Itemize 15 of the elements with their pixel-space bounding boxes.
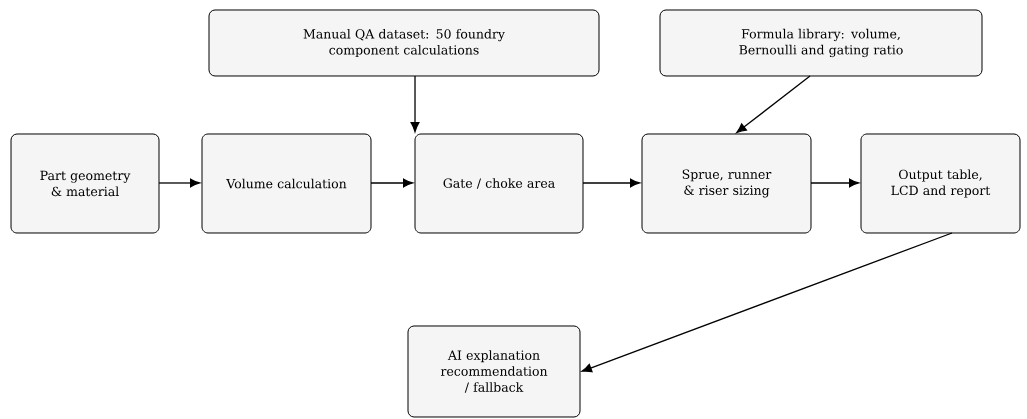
process-box: Volume calculation	[201, 133, 372, 234]
process-box: Output table, LCD and report	[860, 133, 1021, 234]
process-box: Manual QA dataset: 50 foundry component calculations	[208, 9, 600, 77]
process-box: Sprue, runner & riser sizing	[641, 133, 812, 234]
process-box: Formula library: volume, Bernoulli and gating ratio	[659, 9, 983, 77]
arrow	[582, 178, 641, 188]
arrow	[810, 178, 860, 188]
arrow	[736, 75, 811, 134]
arrow	[581, 232, 953, 373]
arrow	[158, 178, 201, 188]
arrow	[370, 178, 414, 188]
arrow	[410, 75, 420, 133]
process-box: Gate / choke area	[414, 133, 584, 234]
process-box: Part geometry & material	[10, 133, 160, 234]
process-box: AI explanation recommendation / fallback	[407, 325, 581, 418]
